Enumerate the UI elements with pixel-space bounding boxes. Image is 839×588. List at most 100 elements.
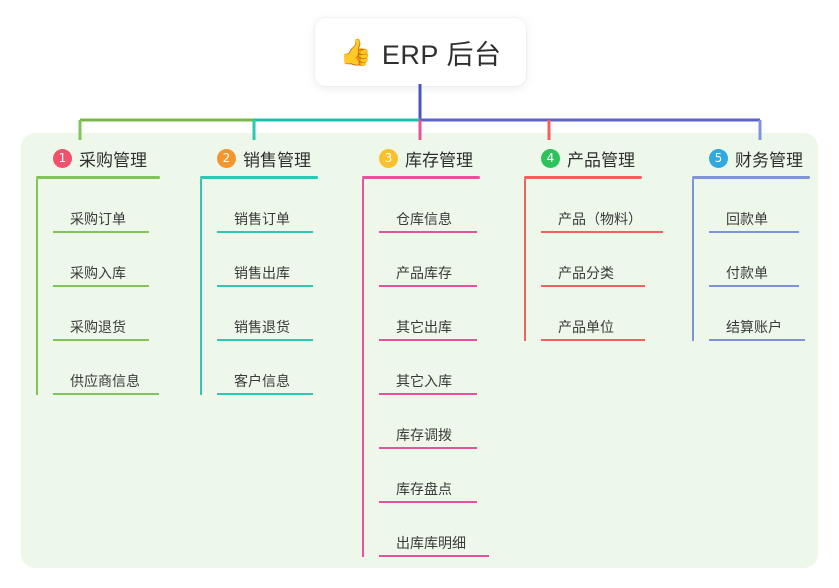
branch-item-list: 回款单付款单结算账户 xyxy=(692,179,810,341)
branch-header-1[interactable]: 1 采购管理 xyxy=(36,146,160,170)
branch-index-badge: 3 xyxy=(379,148,398,168)
branch-item[interactable]: 仓库信息 xyxy=(379,179,480,233)
branch-title: 财务管理 xyxy=(735,150,803,170)
root-node[interactable]: 👍 ERP 后台 xyxy=(315,18,526,86)
branch-item-list: 仓库信息产品库存其它出库其它入库库存调拨库存盘点出库库明细 xyxy=(362,179,489,557)
branch-item-list: 产品（物料） 产品分类产品单位 xyxy=(524,179,663,341)
branch-item[interactable]: 结算账户 xyxy=(709,287,810,341)
branch-spine xyxy=(36,179,38,395)
branch-item[interactable]: 销售订单 xyxy=(217,179,318,233)
branch-item-label: 产品（物料） xyxy=(558,211,642,227)
branch-item-underline xyxy=(709,285,799,287)
branch-item-label: 采购退货 xyxy=(70,319,126,335)
branch-item-underline xyxy=(217,231,313,233)
root-node-label: ERP 后台 xyxy=(381,39,502,70)
branch-column-5: 5 财务管理回款单付款单结算账户 xyxy=(692,146,810,341)
branch-item[interactable]: 库存盘点 xyxy=(379,449,480,503)
branch-item-underline xyxy=(53,339,149,341)
branch-item[interactable]: 库存调拨 xyxy=(379,395,480,449)
branch-item-underline xyxy=(379,231,477,233)
branch-item[interactable]: 客户信息 xyxy=(217,341,318,395)
branch-item[interactable]: 回款单 xyxy=(709,179,810,233)
branch-item-underline xyxy=(217,393,313,395)
branch-item[interactable]: 销售退货 xyxy=(217,287,318,341)
branch-column-4: 4 产品管理产品（物料） 产品分类产品单位 xyxy=(524,146,663,341)
branch-item[interactable]: 产品分类 xyxy=(541,233,645,287)
branch-title: 库存管理 xyxy=(405,150,473,170)
branch-item-underline xyxy=(541,285,645,287)
branch-underline xyxy=(692,176,810,179)
branch-title: 采购管理 xyxy=(79,150,147,170)
branch-spine xyxy=(200,179,202,395)
branch-spine xyxy=(524,179,526,341)
branch-item-underline xyxy=(379,447,477,449)
branch-title: 产品管理 xyxy=(567,150,635,170)
branch-item[interactable]: 采购退货 xyxy=(53,287,160,341)
branch-item[interactable]: 采购订单 xyxy=(53,179,160,233)
branch-item[interactable]: 产品库存 xyxy=(379,233,480,287)
branch-item-label: 产品库存 xyxy=(396,265,452,281)
branch-item[interactable]: 采购入库 xyxy=(53,233,160,287)
branch-item[interactable]: 产品（物料） xyxy=(541,179,663,233)
branch-item[interactable]: 产品单位 xyxy=(541,287,645,341)
branch-item-label: 出库库明细 xyxy=(396,535,466,551)
branch-item-label: 采购订单 xyxy=(70,211,126,227)
branch-item-label: 库存调拨 xyxy=(396,427,452,443)
branch-item[interactable]: 出库库明细 xyxy=(379,503,489,557)
branch-item-label: 客户信息 xyxy=(234,373,290,389)
branch-item-underline xyxy=(379,339,477,341)
branch-item-underline xyxy=(541,231,663,233)
branch-item-label: 供应商信息 xyxy=(70,373,140,389)
branch-item-underline xyxy=(709,339,805,341)
branch-item-label: 采购入库 xyxy=(70,265,126,281)
branch-item-underline xyxy=(379,555,489,557)
branch-header-3[interactable]: 3 库存管理 xyxy=(362,146,480,170)
branch-index-badge: 4 xyxy=(541,148,560,168)
branch-underline xyxy=(36,176,160,179)
branch-item-label: 销售退货 xyxy=(234,319,290,335)
branch-header-2[interactable]: 2 销售管理 xyxy=(200,146,318,170)
branch-item-underline xyxy=(53,231,149,233)
branch-column-3: 3 库存管理仓库信息产品库存其它出库其它入库库存调拨库存盘点出库库明细 xyxy=(362,146,489,557)
branch-underline xyxy=(524,176,642,179)
branch-item-list: 采购订单采购入库采购退货供应商信息 xyxy=(36,179,160,395)
branch-spine xyxy=(692,179,694,341)
branch-item-underline xyxy=(379,393,477,395)
branch-item-label: 销售订单 xyxy=(234,211,290,227)
branch-header-5[interactable]: 5 财务管理 xyxy=(692,146,810,170)
branch-title: 销售管理 xyxy=(243,150,311,170)
branch-item-underline xyxy=(709,231,799,233)
branch-index-badge: 2 xyxy=(217,148,236,168)
branch-item-list: 销售订单销售出库销售退货客户信息 xyxy=(200,179,318,395)
branch-item-label: 产品单位 xyxy=(558,319,614,335)
branch-item-underline xyxy=(541,339,645,341)
branch-spine xyxy=(362,179,364,557)
branch-item-label: 付款单 xyxy=(726,265,768,281)
branch-index-badge: 1 xyxy=(53,148,72,168)
branch-underline xyxy=(362,176,480,179)
branch-index-badge: 5 xyxy=(709,148,728,168)
branch-item-label: 结算账户 xyxy=(726,319,782,335)
branch-item[interactable]: 其它出库 xyxy=(379,287,480,341)
branch-item-label: 其它出库 xyxy=(396,319,452,335)
branch-item[interactable]: 其它入库 xyxy=(379,341,480,395)
branch-item[interactable]: 供应商信息 xyxy=(53,341,160,395)
content-panel xyxy=(21,133,818,568)
branch-item-label: 仓库信息 xyxy=(396,211,452,227)
branch-column-1: 1 采购管理采购订单采购入库采购退货供应商信息 xyxy=(36,146,160,395)
branch-item-label: 库存盘点 xyxy=(396,481,452,497)
branch-item-label: 销售出库 xyxy=(234,265,290,281)
branch-item-underline xyxy=(379,501,477,503)
branch-item[interactable]: 销售出库 xyxy=(217,233,318,287)
branch-underline xyxy=(200,176,318,179)
branch-item-underline xyxy=(53,393,159,395)
branch-item-underline xyxy=(53,285,149,287)
thumbs-up-emoji: 👍 xyxy=(339,37,372,67)
branch-item-underline xyxy=(217,285,313,287)
branch-item-underline xyxy=(379,285,477,287)
branch-item-label: 回款单 xyxy=(726,211,768,227)
branch-item-label: 产品分类 xyxy=(558,265,614,281)
branch-header-4[interactable]: 4 产品管理 xyxy=(524,146,642,170)
branch-item[interactable]: 付款单 xyxy=(709,233,810,287)
